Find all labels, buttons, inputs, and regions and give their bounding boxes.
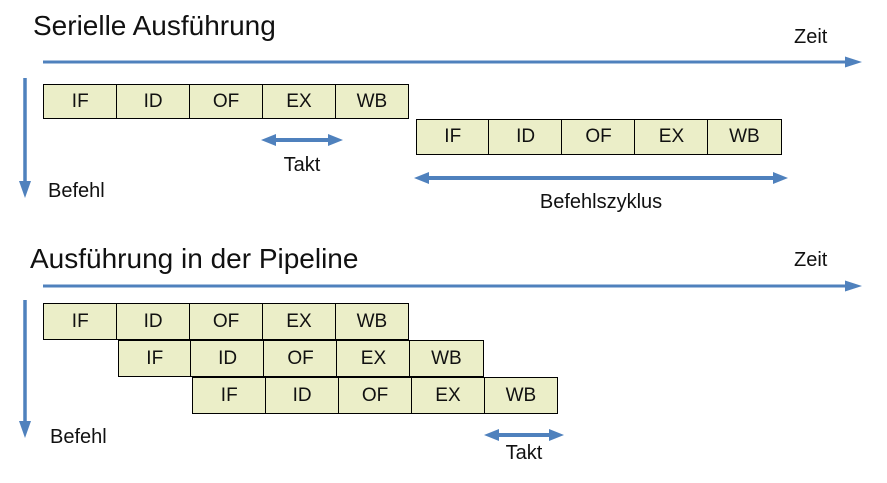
serial-cycle-label: Befehlszyklus	[539, 191, 663, 213]
stage-cell: EX	[634, 119, 709, 155]
pipeline-clock-span-arrow	[484, 429, 564, 441]
stage-cell: IF	[117, 340, 192, 377]
stage-cell: IF	[415, 119, 490, 155]
serial-cycle-span-arrow	[414, 172, 788, 184]
stage-cell: IF	[43, 303, 118, 340]
stage-cell: OF	[188, 303, 264, 340]
stage-cell: WB	[409, 340, 484, 377]
pipeline-instruction-axis-arrow	[19, 300, 31, 438]
stage-cell: WB	[707, 119, 782, 155]
serial-instruction-axis-label: Befehl	[48, 180, 105, 202]
pipeline-time-axis-label: Zeit	[794, 249, 828, 271]
stage-cell: EX	[261, 303, 337, 340]
serial-section-title: Serielle Ausführung	[33, 10, 276, 41]
stage-cell: IF	[43, 84, 118, 119]
stage-cell: EX	[336, 340, 411, 377]
stage-cell: OF	[337, 377, 413, 414]
stage-cell: IF	[192, 377, 267, 414]
stage-cell: EX	[261, 84, 337, 119]
serial-time-axis-label: Zeit	[794, 26, 828, 48]
stage-cell: WB	[334, 84, 410, 119]
serial-instruction-1-row: IF ID OF EX WB	[43, 84, 410, 119]
pipeline-time-axis-arrow	[43, 280, 862, 292]
pipeline-section-title: Ausführung in der Pipeline	[30, 243, 359, 274]
serial-instruction-2-row: IF ID OF EX WB	[415, 119, 782, 155]
stage-cell: ID	[115, 84, 191, 119]
pipeline-instruction-2-row: IF ID OF EX WB	[117, 340, 484, 377]
serial-clock-label: Takt	[283, 154, 321, 176]
stage-cell: ID	[488, 119, 563, 155]
stage-cell: ID	[264, 377, 340, 414]
serial-clock-span-arrow	[261, 134, 343, 146]
serial-time-axis-arrow	[43, 56, 862, 68]
stage-cell: ID	[115, 303, 191, 340]
stage-cell: OF	[188, 84, 264, 119]
pipeline-instruction-axis-label: Befehl	[50, 426, 107, 448]
pipeline-clock-label: Takt	[505, 442, 543, 464]
stage-cell: WB	[334, 303, 410, 340]
pipeline-instruction-3-row: IF ID OF EX WB	[192, 377, 559, 414]
stage-cell: OF	[561, 119, 636, 155]
serial-instruction-axis-arrow	[19, 78, 31, 198]
stage-cell: EX	[410, 377, 486, 414]
stage-cell: OF	[263, 340, 338, 377]
stage-cell: WB	[483, 377, 559, 414]
pipeline-instruction-1-row: IF ID OF EX WB	[43, 303, 410, 340]
stage-cell: ID	[190, 340, 265, 377]
